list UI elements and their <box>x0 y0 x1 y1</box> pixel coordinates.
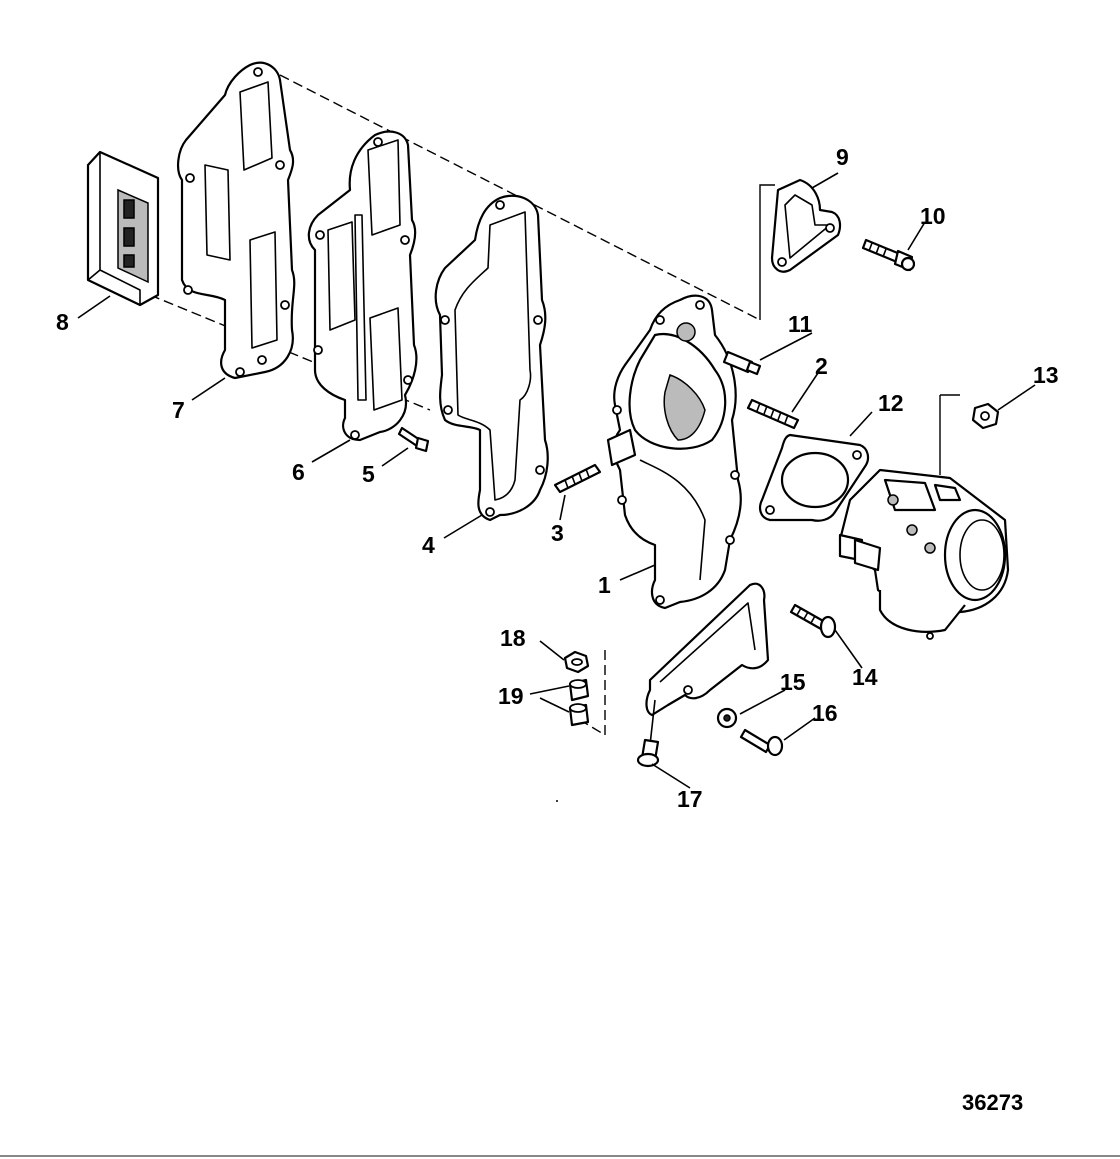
callout-12: 12 <box>878 390 904 416</box>
carburetor-gasket-part-12 <box>759 433 870 522</box>
nut-part-13 <box>971 402 1000 430</box>
callout-11: 11 <box>788 311 813 337</box>
callout-7: 7 <box>172 397 185 423</box>
figure-number: 36273 <box>962 1090 1023 1115</box>
callout-14: 14 <box>852 664 878 690</box>
screw-part-5 <box>397 426 430 453</box>
screw-part-14 <box>789 603 837 639</box>
reed-block-part-8 <box>86 150 160 307</box>
callout-1: 1 <box>598 572 611 598</box>
bolt-part-16 <box>739 728 784 757</box>
callout-4: 4 <box>422 532 435 558</box>
callout-10: 10 <box>920 203 946 229</box>
callout-5: 5 <box>362 461 375 487</box>
callout-9: 9 <box>836 144 849 170</box>
link-rod-part-17 <box>636 699 660 768</box>
callout-16: 16 <box>812 700 838 726</box>
nut-part-18 <box>563 650 590 674</box>
bushing-part-19 <box>568 678 590 727</box>
screw-part-10 <box>861 238 916 272</box>
callout-3: 3 <box>551 520 564 546</box>
stud-part-3 <box>553 463 602 494</box>
bracket-part-9 <box>770 178 842 273</box>
washer-part-15 <box>716 707 738 729</box>
callout-18: 18 <box>500 625 526 651</box>
fitting-part-11 <box>722 350 762 376</box>
throttle-bracket <box>645 582 770 717</box>
stud-part-2 <box>746 398 800 430</box>
gasket-part-7 <box>176 61 296 380</box>
stray-dot <box>556 800 558 802</box>
callout-15: 15 <box>780 669 806 695</box>
callout-19: 19 <box>498 683 524 709</box>
reed-plate-part-6 <box>307 130 418 442</box>
callout-2: 2 <box>815 353 828 379</box>
callout-8: 8 <box>56 309 69 335</box>
intake-manifold-part-1 <box>606 294 742 610</box>
leader-lines <box>77 172 1036 789</box>
gasket-part-4 <box>434 194 549 522</box>
callout-13: 13 <box>1033 362 1059 388</box>
carburetor-assembly <box>838 468 1010 640</box>
callout-6: 6 <box>292 459 305 485</box>
callout-17: 17 <box>677 786 703 812</box>
callout-labels: 8 7 6 5 4 3 1 11 2 12 9 10 13 14 15 16 1… <box>56 144 1059 812</box>
